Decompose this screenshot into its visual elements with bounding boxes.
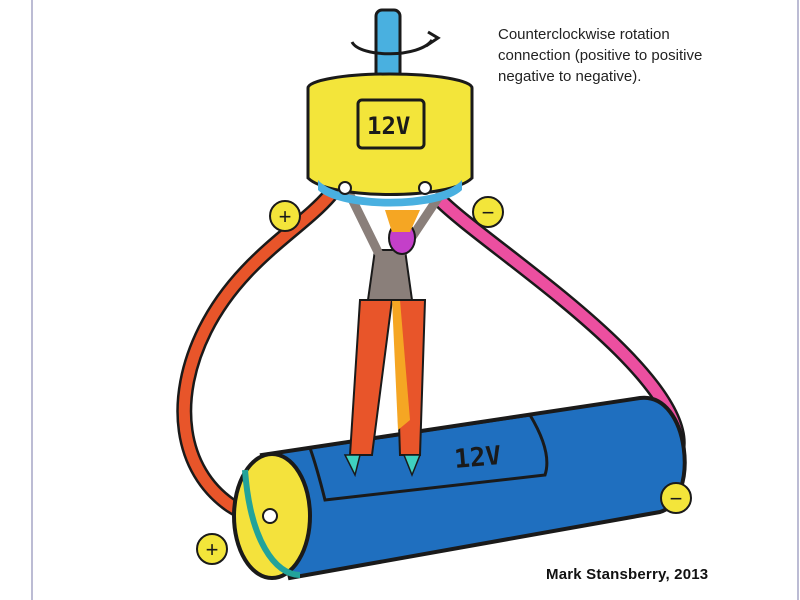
battery-label-panel <box>307 413 549 502</box>
badge-motor-plus-text: + <box>279 204 292 229</box>
figure-left-foot <box>343 454 361 478</box>
badge-battery-minus-text: − <box>670 486 683 511</box>
caption-line-2: connection (positive to positive <box>498 47 703 64</box>
battery-cap-rim <box>242 469 301 578</box>
motor-label: 12V <box>367 112 410 140</box>
figure-left-leg <box>348 299 394 456</box>
motor-shaft <box>374 8 402 82</box>
badge-motor-plus: + <box>269 200 301 232</box>
figure-right-foot <box>402 454 422 478</box>
motor-base <box>318 180 462 207</box>
figure-torso <box>366 249 414 301</box>
motor-label-frame <box>356 98 426 150</box>
badge-battery-plus-text: + <box>206 537 219 562</box>
motor-positive-terminal <box>338 181 352 195</box>
stick-figure <box>343 190 445 478</box>
badge-motor-minus: − <box>472 196 504 228</box>
badge-battery-minus: − <box>660 482 692 514</box>
motor-negative-terminal <box>418 181 432 195</box>
badge-battery-plus: + <box>196 533 228 565</box>
figure-neck-area <box>385 210 420 232</box>
caption: Counterclockwise rotation connection (po… <box>498 24 798 87</box>
motor: 12V <box>306 8 474 207</box>
battery-positive-post <box>262 508 278 524</box>
figure-left-arm <box>345 190 383 257</box>
battery: 12V <box>232 395 687 581</box>
caption-line-1: Counterclockwise rotation <box>498 26 670 43</box>
rotation-arrow-head <box>425 30 441 48</box>
figure-leg-gap <box>392 300 410 430</box>
caption-line-3: negative to negative). <box>498 68 642 85</box>
badge-motor-minus-text: − <box>482 200 495 225</box>
battery-label: 12V <box>453 441 502 475</box>
author-credit: Mark Stansberry, 2013 <box>546 566 709 583</box>
